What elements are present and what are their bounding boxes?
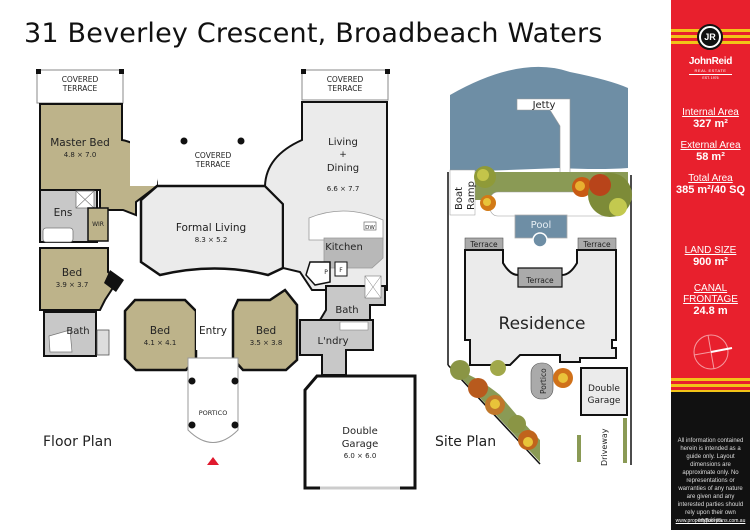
disclaimer-text: All information contained herein is inte…	[677, 438, 744, 524]
stat-total-area: Total Area 385 m²/40 SQ	[675, 173, 746, 196]
portico-site-label: Portico	[539, 368, 548, 394]
master-bed-label: Master Bed	[50, 137, 110, 149]
ens-label: Ens	[54, 207, 73, 219]
driveway-label: Driveway	[600, 428, 609, 466]
double-garage-dims: 6.0 × 6.0	[344, 452, 377, 460]
pool	[514, 214, 568, 239]
residence	[464, 249, 617, 366]
brand-name: JohnReid	[688, 56, 733, 67]
double-garage-label-2: Garage	[342, 439, 379, 450]
wir-label: WIR	[92, 221, 104, 228]
bed-4-label: Bed	[256, 325, 276, 337]
site-double-garage	[580, 367, 628, 416]
brand-divider	[689, 74, 732, 75]
floor-plan-label: Floor Plan	[43, 434, 113, 450]
terrace-left-label: Terrace	[469, 240, 498, 249]
site-plan: Jetty Boat Ramp Pool Terrace Terrace Ter…	[447, 66, 632, 466]
portico	[187, 357, 239, 443]
site-garage-label-2: Garage	[588, 396, 621, 406]
page-title: 31 Beverley Crescent, Broadbeach Waters	[24, 18, 603, 49]
covered-terrace-left	[36, 69, 124, 104]
covered-terrace-right	[301, 69, 389, 101]
label-line: TERRACE	[327, 84, 363, 93]
bed-3-room	[123, 298, 198, 372]
north-compass-icon	[693, 334, 733, 370]
bed-3-dims: 4.1 × 4.1	[144, 339, 177, 347]
bed-4-dims: 3.5 × 3.8	[250, 339, 283, 347]
portico-label: PORTICO	[199, 409, 228, 417]
boat-ramp-label-2: Ramp	[466, 181, 477, 210]
living-dining-label-1: Living	[328, 137, 358, 148]
formal-living-room	[139, 184, 285, 277]
label-line: TERRACE	[195, 160, 231, 169]
boat-ramp-label-1: Boat	[454, 187, 465, 210]
pool-label: Pool	[531, 220, 552, 231]
terrace-center-label: Terrace	[525, 276, 554, 285]
formal-living-dims: 8.3 × 5.2	[195, 236, 228, 244]
living-dining-dims: 6.6 × 7.7	[327, 185, 360, 193]
brand-established: EST. 1976	[702, 76, 719, 80]
master-bed-dims: 4.8 × 7.0	[64, 151, 97, 159]
disclaimer-panel: All information contained herein is inte…	[671, 392, 750, 530]
dishwasher-label: DW	[365, 225, 375, 231]
fridge-label: F	[339, 267, 343, 274]
entry-label: Entry	[199, 325, 227, 337]
stat-external-area: External Area 58 m²	[680, 140, 741, 163]
bed-3-label: Bed	[150, 325, 170, 337]
brand-subtitle: REAL ESTATE	[694, 68, 727, 73]
stat-canal-frontage: CANAL FRONTAGE 24.8 m	[683, 283, 738, 317]
jetty-label: Jetty	[532, 100, 556, 111]
site-portico	[530, 362, 554, 400]
stat-internal-area: Internal Area 327 m²	[682, 107, 739, 130]
bed-2-label: Bed	[62, 267, 82, 279]
entry-marker-icon	[207, 457, 219, 465]
bath-right-label: Bath	[335, 305, 358, 316]
brand-stripes-bottom	[671, 378, 750, 393]
residence-label: Residence	[499, 314, 586, 334]
site-garage-label-1: Double	[588, 384, 620, 394]
pantry-label: P	[324, 269, 328, 276]
living-dining-label-2: +	[339, 150, 347, 160]
terrace-right-label: Terrace	[582, 240, 611, 249]
formal-living-label: Formal Living	[176, 222, 246, 234]
living-dining-label-3: Dining	[327, 163, 359, 174]
bath-left-label: Bath	[66, 326, 89, 337]
trees	[450, 166, 632, 450]
bed-2-dims: 3.9 × 3.7	[56, 281, 89, 289]
canal-water	[450, 66, 628, 172]
john-reid-logo: JR	[697, 24, 723, 50]
terrace-center	[517, 267, 563, 288]
label-line: TERRACE	[62, 84, 98, 93]
bed-4-room	[231, 288, 299, 372]
double-garage-label-1: Double	[342, 426, 377, 437]
kitchen-label: Kitchen	[325, 242, 363, 253]
website-link[interactable]: www.propertyfloorplans.com.au	[675, 518, 746, 524]
stat-land-size: LAND SIZE 900 m²	[684, 245, 737, 268]
wir-room	[87, 207, 109, 242]
laundry-label: L'ndry	[317, 336, 348, 347]
bed-2-room	[39, 247, 120, 311]
site-plan-label: Site Plan	[435, 434, 497, 450]
agency-sidebar: JR JohnReid REAL ESTATE EST. 1976 Intern…	[671, 0, 750, 530]
